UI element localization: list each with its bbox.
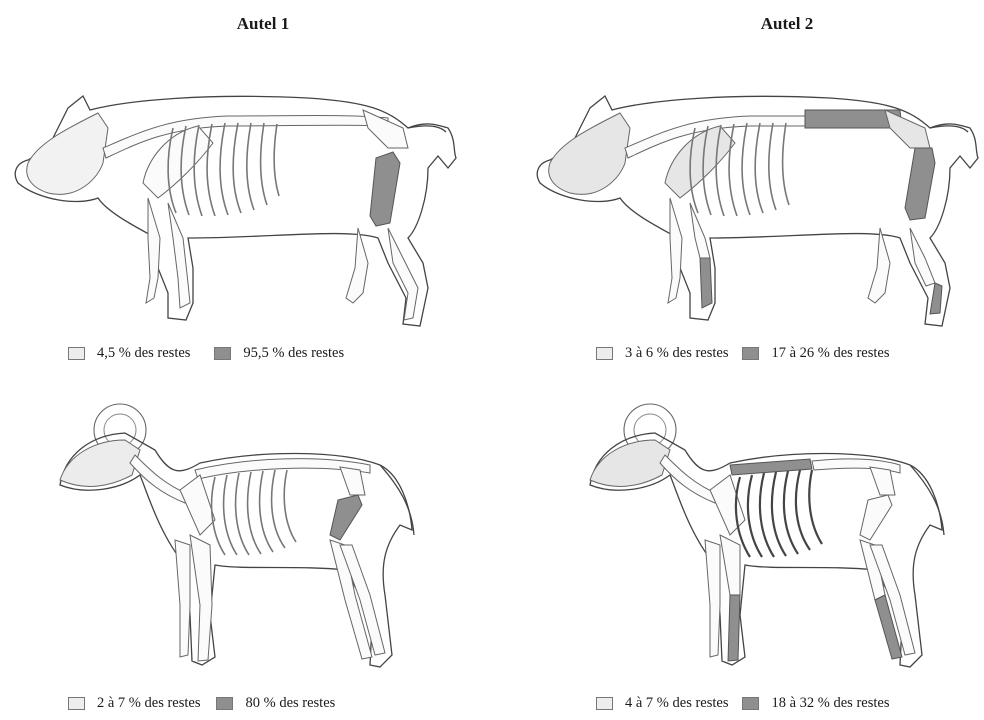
legend-dark-label: 18 à 32 % des restes: [771, 695, 889, 712]
dark-swatch-icon: [216, 697, 233, 710]
legend-pig-autel-1: 4,5 % des restes 95,5 % des restes: [68, 345, 344, 362]
legend-sheep-autel-1: 2 à 7 % des restes 80 % des restes: [68, 695, 335, 712]
pig-skeleton-diagram-autel-2: [530, 88, 984, 336]
sheep-skeleton-diagram-autel-1: [40, 395, 440, 685]
legend-pig-autel-2: 3 à 6 % des restes 17 à 26 % des restes: [596, 345, 889, 362]
dark-swatch-icon: [742, 697, 759, 710]
legend-light-label: 2 à 7 % des restes: [97, 695, 200, 712]
dark-swatch-icon: [214, 347, 231, 360]
pig-skeleton-diagram-autel-1: [8, 88, 468, 336]
legend-light-label: 4,5 % des restes: [97, 345, 190, 362]
sheep-skeleton-diagram-autel-2: [570, 395, 970, 685]
legend-light-label: 3 à 6 % des restes: [625, 345, 728, 362]
dark-swatch-icon: [742, 347, 759, 360]
legend-sheep-autel-2: 4 à 7 % des restes 18 à 32 % des restes: [596, 695, 889, 712]
legend-light-label: 4 à 7 % des restes: [625, 695, 728, 712]
light-swatch-icon: [68, 697, 85, 710]
column-title-autel-1: Autel 1: [163, 14, 363, 34]
light-swatch-icon: [596, 347, 613, 360]
legend-dark-label: 17 à 26 % des restes: [771, 345, 889, 362]
light-swatch-icon: [596, 697, 613, 710]
light-swatch-icon: [68, 347, 85, 360]
column-title-autel-2: Autel 2: [687, 14, 887, 34]
legend-dark-label: 95,5 % des restes: [243, 345, 344, 362]
legend-dark-label: 80 % des restes: [245, 695, 335, 712]
